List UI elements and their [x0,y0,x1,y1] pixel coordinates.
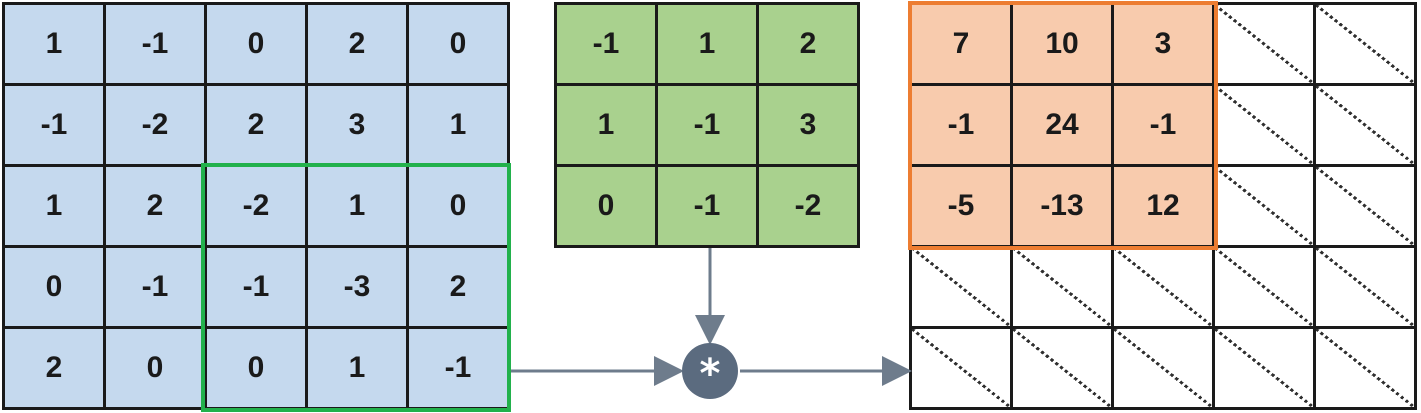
output-cell [1013,329,1114,410]
output-cell [912,329,1013,410]
input-cell: 0 [106,329,207,410]
input-cell: 0 [5,248,106,329]
input-cell: 1 [409,86,510,167]
operator-symbol: * [699,351,721,397]
output-cell [1316,329,1417,410]
input-cell: -1 [409,329,510,410]
input-cell: 2 [106,167,207,248]
kernel-cell: -1 [658,167,759,248]
input-cell: 0 [409,167,510,248]
kernel-cell: -1 [658,86,759,167]
input-cell: 3 [308,86,409,167]
input-cell: -2 [106,86,207,167]
input-cell: 1 [308,329,409,410]
kernel-cell: 0 [557,167,658,248]
input-cell: 0 [207,329,308,410]
convolution-operator-icon: * [682,343,738,399]
output-cell [1215,329,1316,410]
output-cell [1215,5,1316,86]
output-cell [912,248,1013,329]
output-cell: -5 [912,167,1013,248]
input-cell: -1 [207,248,308,329]
output-cell [1215,248,1316,329]
output-cell: 12 [1114,167,1215,248]
input-cell: 1 [308,167,409,248]
input-cell: 1 [5,5,106,86]
input-cell: -1 [5,86,106,167]
output-cell: 3 [1114,5,1215,86]
output-cell: 24 [1013,86,1114,167]
output-cell [1316,248,1417,329]
output-cell [1013,248,1114,329]
input-cell: 1 [5,167,106,248]
input-cell: 2 [308,5,409,86]
input-cell: 2 [5,329,106,410]
output-cell: 10 [1013,5,1114,86]
input-cell: -3 [308,248,409,329]
output-cell [1215,86,1316,167]
output-cell: -1 [1114,86,1215,167]
output-cell [1114,329,1215,410]
output-cell [1316,5,1417,86]
kernel-cell: -1 [557,5,658,86]
input-cell: 0 [409,5,510,86]
kernel-cell: 2 [759,5,860,86]
output-cell [1114,248,1215,329]
input-cell: -1 [106,5,207,86]
input-cell: -2 [207,167,308,248]
kernel-cell: 1 [557,86,658,167]
output-cell: 7 [912,5,1013,86]
kernel-cell: 1 [658,5,759,86]
output-cell: -13 [1013,167,1114,248]
output-cell: -1 [912,86,1013,167]
input-cell: -1 [106,248,207,329]
kernel-cell: -2 [759,167,860,248]
input-cell: 2 [207,86,308,167]
output-cell [1316,167,1417,248]
input-cell: 2 [409,248,510,329]
input-cell: 0 [207,5,308,86]
kernel-cell: 3 [759,86,860,167]
output-cell [1215,167,1316,248]
output-cell [1316,86,1417,167]
